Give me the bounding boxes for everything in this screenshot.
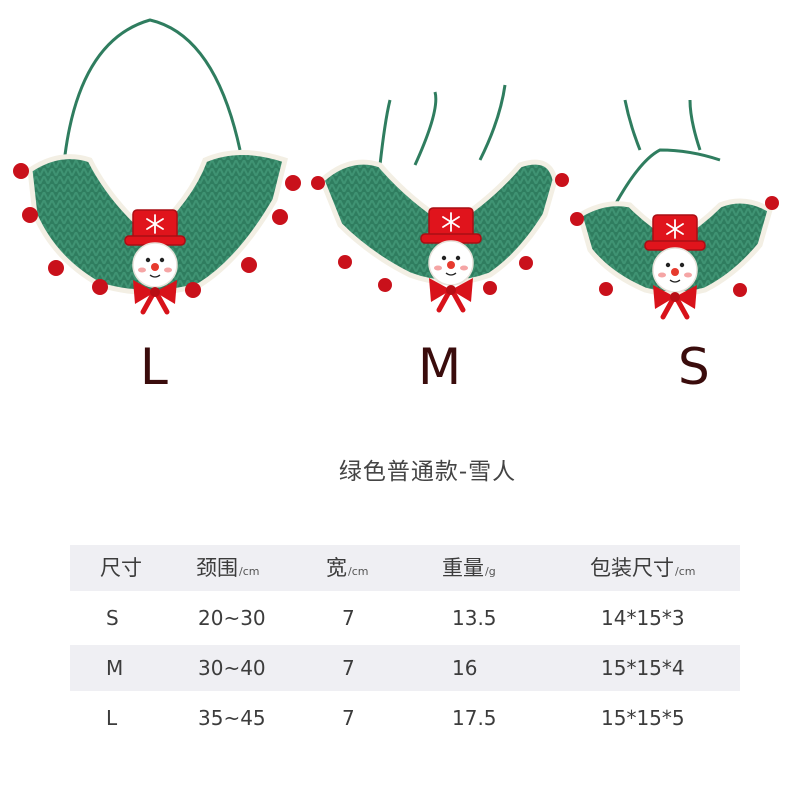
collar-medium [311,84,569,310]
table-row: M 30~40 7 16 15*15*4 [70,645,740,691]
cell-width: 7 [342,706,355,730]
cell-package: 15*15*4 [601,656,685,680]
cell-weight: 13.5 [452,606,497,630]
cell-width: 7 [342,656,355,680]
product-subtitle: 绿色普通款-雪人 [338,459,517,485]
cell-weight: 16 [452,656,478,680]
cell-neck: 30~40 [198,656,266,680]
size-label-small: S [678,338,710,396]
cell-size: M [106,656,124,680]
collar-small [570,99,779,317]
cell-width: 7 [342,606,355,630]
size-label-large: L [140,338,168,396]
size-label-medium: M [418,338,462,396]
cell-package: 14*15*3 [601,606,685,630]
cell-neck: 20~30 [198,606,266,630]
table-row: L 35~45 7 17.5 15*15*5 [70,695,740,741]
table-row: S 20~30 7 13.5 14*15*3 [70,595,740,641]
header-weight: 重量/g [442,556,496,580]
product-photo [13,18,779,340]
cell-package: 15*15*5 [601,706,685,730]
header-neck: 颈围/cm [196,556,260,580]
cell-size: S [106,606,119,630]
collar-large [13,18,301,312]
cell-weight: 17.5 [452,706,497,730]
size-spec-table: 尺寸 颈围/cm 宽/cm 重量/g 包装尺寸/cm S 20~30 7 13.… [70,545,740,741]
header-size: 尺寸 [100,556,142,580]
cell-neck: 35~45 [198,706,266,730]
header-package: 包装尺寸/cm [590,556,696,580]
header-width: 宽/cm [326,556,369,580]
table-header-row: 尺寸 颈围/cm 宽/cm 重量/g 包装尺寸/cm [70,545,740,591]
cell-size: L [106,706,118,730]
